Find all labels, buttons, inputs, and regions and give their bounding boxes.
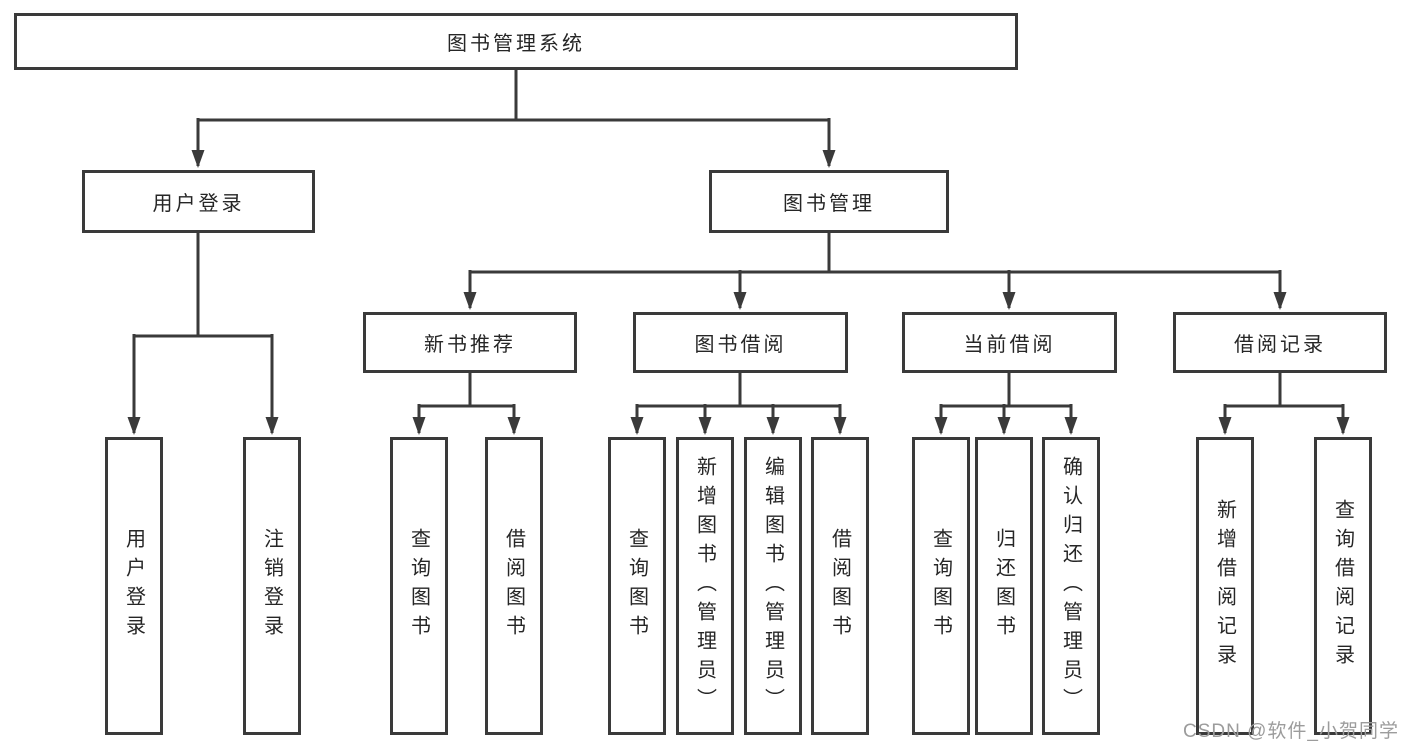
leaf-query-book-recommend: 查询图书: [390, 437, 448, 735]
node-user-login: 用户登录: [82, 170, 315, 233]
leaf-query-borrow-record: 查询借阅记录: [1314, 437, 1372, 735]
leaf-return-book: 归还图书: [975, 437, 1033, 735]
node-book-borrow: 图书借阅: [633, 312, 848, 373]
leaf-borrow-book-recommend: 借阅图书: [485, 437, 543, 735]
csdn-watermark: CSDN @软件_小贺同学: [1183, 721, 1399, 742]
leaf-add-borrow-record: 新增借阅记录: [1196, 437, 1254, 735]
leaf-add-book-admin: 新增图书（管理员）: [676, 437, 734, 735]
node-new-book-recommend: 新书推荐: [363, 312, 577, 373]
leaf-edit-book-admin: 编辑图书（管理员）: [744, 437, 802, 735]
leaf-confirm-return-admin: 确认归还（管理员）: [1042, 437, 1100, 735]
leaf-user-login: 用户登录: [105, 437, 163, 735]
node-book-management: 图书管理: [709, 170, 949, 233]
leaf-query-book-current: 查询图书: [912, 437, 970, 735]
leaf-borrow-book: 借阅图书: [811, 437, 869, 735]
node-library-management-system: 图书管理系统: [14, 13, 1018, 70]
leaf-logout: 注销登录: [243, 437, 301, 735]
leaf-query-book-borrow: 查询图书: [608, 437, 666, 735]
node-current-borrow: 当前借阅: [902, 312, 1117, 373]
node-borrow-records: 借阅记录: [1173, 312, 1387, 373]
